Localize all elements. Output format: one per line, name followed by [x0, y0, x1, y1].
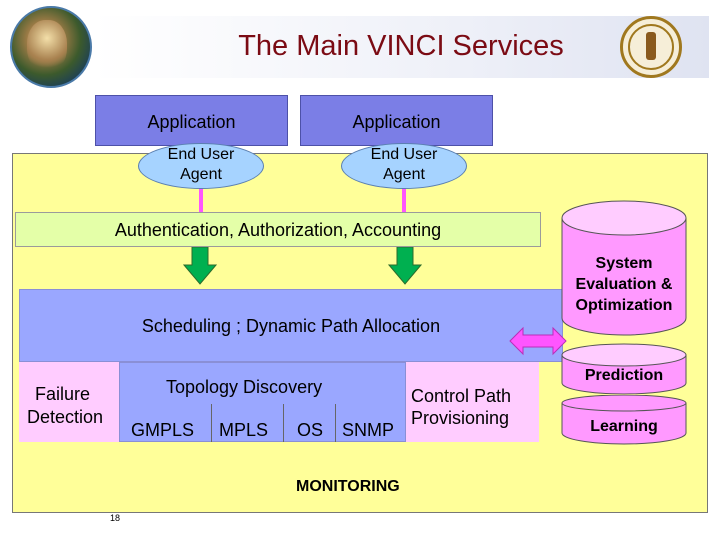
topology-label: Topology Discovery: [166, 377, 323, 397]
protocol-divider-1: [211, 404, 212, 442]
aaa-bar: [15, 212, 541, 247]
mona-lisa-face: [27, 20, 67, 72]
agent-1-line1: End User: [167, 146, 235, 163]
protocol-divider-3: [335, 404, 336, 442]
protocol-snmp: SNMP: [342, 420, 395, 440]
scheduling-bar: [19, 289, 563, 362]
learning-label: Learning: [590, 418, 658, 435]
prediction-database-icon: [561, 343, 687, 395]
agent-2-line2: Agent: [383, 166, 425, 183]
caltech-seal-ring: [628, 24, 674, 70]
agent-1-line2: Agent: [180, 166, 222, 183]
aaa-label: Authentication, Authorization, Accountin…: [114, 220, 442, 240]
connector-line-2: [402, 187, 406, 213]
agent-2-line1: End User: [370, 146, 438, 163]
protocol-os: OS: [297, 420, 324, 440]
scheduling-label: Scheduling ; Dynamic Path Allocation: [141, 316, 441, 336]
bidirectional-arrow-icon: [509, 326, 567, 356]
monitoring-label: MONITORING: [296, 478, 400, 495]
system-eval-line1: System: [595, 255, 653, 272]
control-path-line1: Control Path: [411, 386, 512, 406]
connector-line-1: [199, 187, 203, 213]
control-path-line2: Provisioning: [411, 408, 510, 428]
end-user-agent-2: [341, 143, 467, 189]
title-banner: [93, 16, 709, 78]
system-eval-line2: Evaluation &: [575, 276, 673, 293]
down-arrow-icon-1: [183, 247, 217, 285]
page-title: The Main VINCI Services: [238, 30, 564, 62]
failure-label-line1: Failure: [35, 384, 91, 404]
application-label-2: Application: [352, 112, 441, 132]
learning-database-icon: [561, 395, 687, 445]
protocol-divider-2: [283, 404, 284, 442]
system-eval-line3: Optimization: [575, 297, 673, 314]
page-number: 18: [110, 513, 121, 523]
application-label-1: Application: [147, 112, 236, 132]
prediction-label: Prediction: [584, 367, 664, 384]
failure-label-line2: Detection: [27, 407, 104, 427]
protocol-gmpls: GMPLS: [131, 420, 195, 440]
application-box-2: [300, 95, 493, 146]
system-evaluation-database-icon: [561, 200, 687, 336]
down-arrow-icon-2: [388, 247, 422, 285]
topology-area: [119, 362, 406, 442]
protocol-mpls: MPLS: [219, 420, 269, 440]
end-user-agent-1: [138, 143, 264, 189]
caltech-seal-torch: [646, 32, 656, 60]
